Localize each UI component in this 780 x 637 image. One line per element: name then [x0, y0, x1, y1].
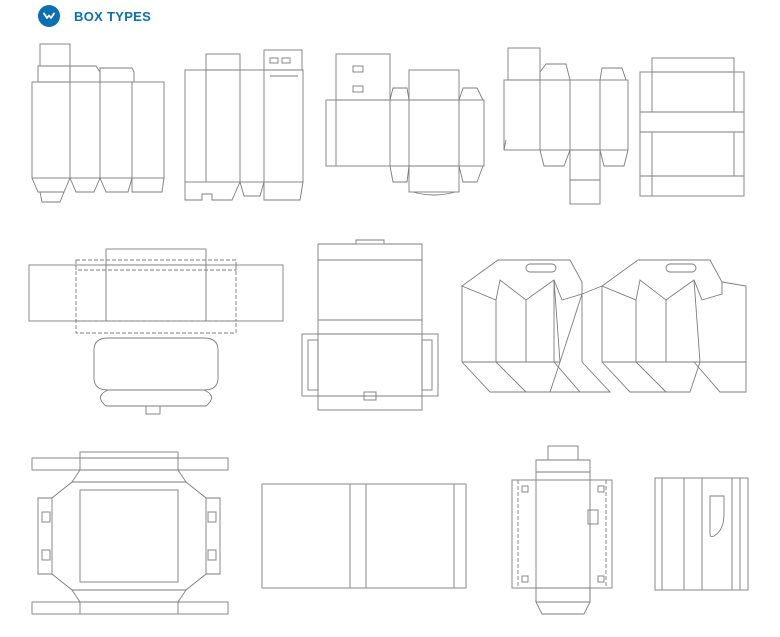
dieline-tray-box	[28, 248, 284, 415]
dieline-sleeve-box	[639, 57, 745, 197]
dieline-four-corner-tray	[31, 451, 229, 615]
dieline-tuck-end-box-1	[31, 43, 165, 203]
dieline-display-hang-box	[511, 445, 613, 615]
section-title: BOX TYPES	[74, 8, 152, 24]
section-header: BOX TYPES	[38, 4, 151, 28]
dieline-reverse-tuck-box	[503, 47, 629, 205]
dieline-window-sleeve-box	[654, 477, 749, 591]
chevron-down-icon	[38, 5, 60, 27]
dieline-wrap-sleeve	[261, 483, 467, 589]
dieline-hang-tab-box	[325, 53, 485, 196]
dieline-tuck-end-box-2	[184, 49, 304, 201]
dieline-handle-carrier-box	[461, 259, 747, 393]
dieline-mailer-box	[301, 239, 439, 411]
